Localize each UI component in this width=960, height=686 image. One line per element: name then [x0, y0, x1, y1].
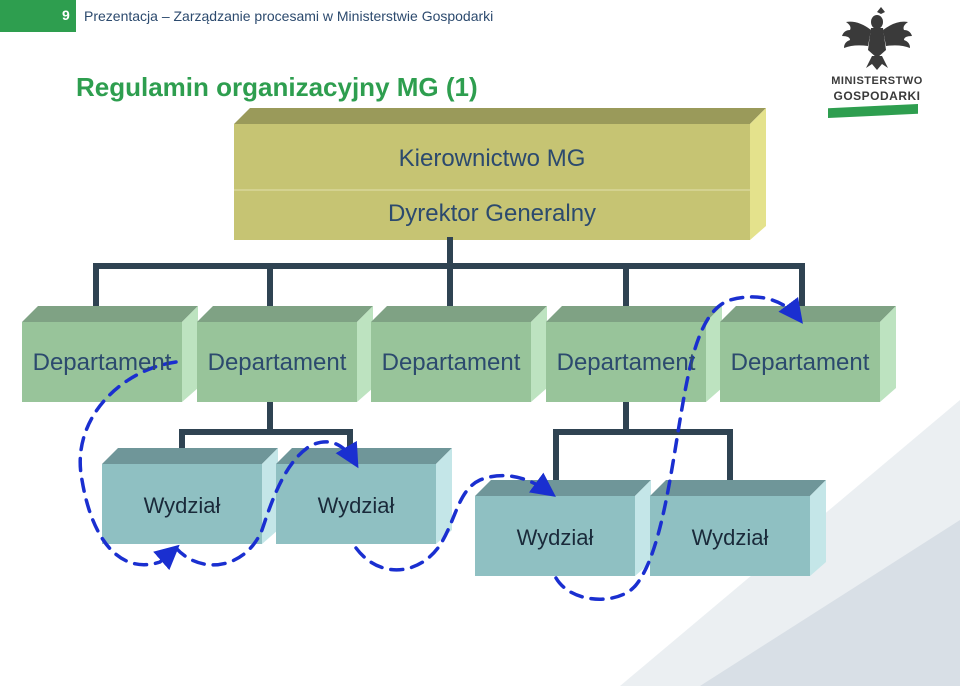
unit-box-4 — [650, 480, 826, 576]
slide-number-badge: 9 — [0, 0, 76, 32]
department-label-1: Departament — [32, 349, 172, 376]
flow-arrow-2 — [174, 440, 359, 567]
department-label-4: Departament — [556, 349, 696, 376]
logo-accent-bar — [828, 104, 918, 118]
department-label-5: Departament — [730, 349, 870, 376]
flow-arrow-1 — [78, 360, 180, 571]
unit-box-1 — [102, 448, 278, 544]
department-label-3: Departament — [381, 349, 521, 376]
unit-label-3: Wydział — [516, 525, 594, 550]
top-box-line1: Kierownictwo MG — [398, 145, 586, 172]
logo-text-line1: MINISTERSTWO — [831, 75, 923, 87]
unit-box-3 — [475, 480, 651, 576]
department-boxes — [22, 306, 896, 402]
flow-arrow-4 — [554, 295, 803, 601]
top-box-line2: Dyrektor Generalny — [387, 200, 597, 227]
unit-box-2 — [276, 448, 452, 544]
unit-boxes — [102, 448, 826, 576]
department-box-4 — [546, 306, 722, 402]
slide-number: 9 — [62, 7, 70, 23]
department-box-5 — [720, 306, 896, 402]
page-title: Regulamin organizacyjny MG (1) — [76, 72, 478, 102]
unit-label-1: Wydział — [143, 493, 221, 518]
department-label-2: Departament — [207, 349, 347, 376]
process-flow — [78, 295, 803, 601]
department-box-3 — [371, 306, 547, 402]
logo-text-line2: GOSPODARKI — [833, 89, 921, 103]
top-box — [234, 108, 766, 240]
flow-arrow-3 — [354, 472, 556, 572]
eagle-emblem-icon — [842, 7, 912, 70]
unit-label-4: Wydział — [691, 525, 769, 550]
unit-label-2: Wydział — [317, 493, 395, 518]
department-box-1 — [22, 306, 198, 402]
department-box-2 — [197, 306, 373, 402]
ministry-logo: MINISTERSTWO GOSPODARKI — [828, 6, 926, 124]
breadcrumb: Prezentacja – Zarządzanie procesami w Mi… — [84, 8, 494, 24]
